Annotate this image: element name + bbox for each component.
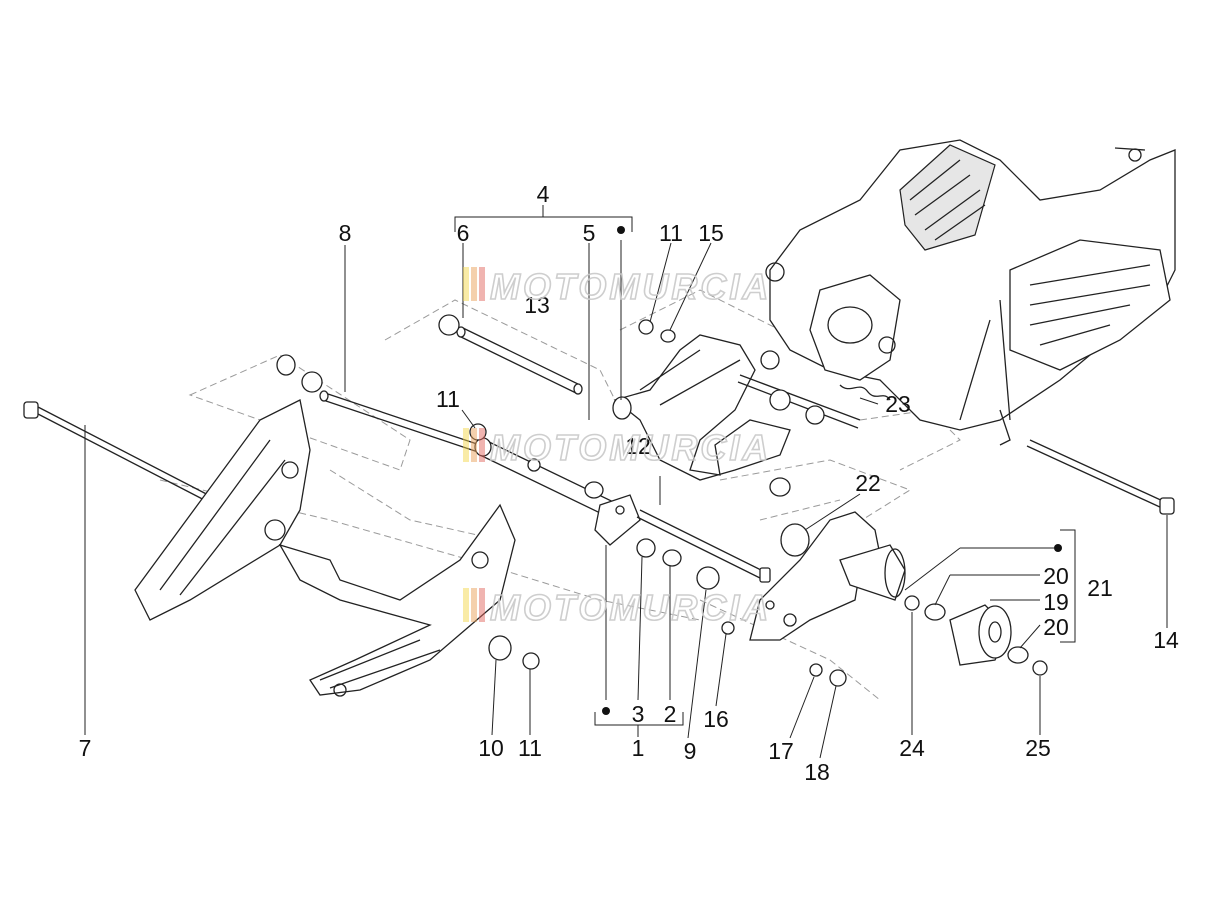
callout-11-mid: 11 (436, 386, 460, 412)
part-6-bushing (438, 314, 460, 336)
small-parts (276, 314, 847, 687)
left-swing-arm-bracket (134, 399, 516, 697)
part-20-bushing-a (924, 603, 946, 621)
part-10-washer (488, 635, 512, 661)
part-19-roller (949, 604, 1012, 666)
part-22-rubber-mount (780, 523, 810, 557)
part-3-bushing (636, 538, 656, 558)
part-22-bracket (749, 511, 906, 641)
callout-11-bottom: 11 (518, 735, 542, 761)
part-8-shaft (319, 390, 481, 453)
callout-14: 14 (1153, 627, 1179, 653)
bushing (301, 371, 323, 393)
part-13-shaft (456, 326, 583, 395)
watermark-1: MOTOMURCIA (463, 265, 771, 308)
part-14-long-bolt (1026, 439, 1175, 515)
part-12-bolt (636, 509, 771, 583)
callout-2: 2 (664, 701, 677, 727)
part-11-nut (522, 652, 540, 670)
callout-6: 6 (457, 220, 470, 246)
washer (584, 481, 604, 499)
part-15-washer (660, 329, 676, 343)
callout-11: 11 (659, 220, 683, 246)
callout-17: 17 (768, 738, 794, 764)
part-11-nut (638, 319, 654, 335)
part-1-swing-arm (474, 437, 641, 546)
callout-18: 18 (804, 759, 830, 785)
part-24-washer (904, 595, 920, 611)
callout-15: 15 (698, 220, 724, 246)
part-11-nut (469, 423, 487, 441)
part-2-washer (662, 549, 682, 567)
watermark-text: MOTOMURCIA (490, 587, 771, 628)
callout-9: 9 (684, 738, 697, 764)
callout-3: 3 (632, 701, 645, 727)
callout-4: 4 (537, 181, 550, 207)
callout-10: 10 (478, 735, 504, 761)
part-17-washer (809, 663, 823, 677)
callout-13: 13 (524, 292, 550, 318)
bushing (769, 477, 791, 497)
callout-20-top: 20 (1043, 563, 1069, 589)
spring (839, 384, 891, 401)
watermark-3: MOTOMURCIA (463, 586, 771, 629)
callout-1: 1 (632, 735, 645, 761)
watermark-2: MOTOMURCIA (463, 426, 771, 469)
part-20-bushing-b (1007, 646, 1029, 664)
callout-19: 19 (1043, 589, 1069, 615)
callout-leaders (84, 205, 1168, 759)
callout-7: 7 (79, 735, 92, 761)
watermark-text: MOTOMURCIA (490, 266, 771, 307)
washer (527, 458, 541, 472)
callout-5: 5 (583, 220, 596, 246)
callout-16: 16 (703, 706, 729, 732)
callout-25: 25 (1025, 735, 1051, 761)
bushing (276, 354, 296, 376)
part-25-circlip (1032, 660, 1048, 676)
callout-8: 8 (339, 220, 352, 246)
part-7-long-bolt (23, 401, 219, 506)
callout-22: 22 (855, 470, 881, 496)
engine-assembly (760, 139, 1176, 446)
callout-12: 12 (625, 433, 651, 459)
part-9-mount (696, 566, 720, 590)
part-18-nut (829, 669, 847, 687)
part-16-pin (721, 621, 735, 635)
part-4-link-arm (612, 334, 861, 481)
watermark-text: MOTOMURCIA (490, 427, 771, 468)
callout-labels: 4 6 5 11 15 8 13 11 23 12 22 20 21 19 20… (79, 181, 1179, 785)
callout-20-bottom: 20 (1043, 614, 1069, 640)
callout-23: 23 (885, 391, 911, 417)
callout-21: 21 (1087, 575, 1113, 601)
callout-24: 24 (899, 735, 925, 761)
